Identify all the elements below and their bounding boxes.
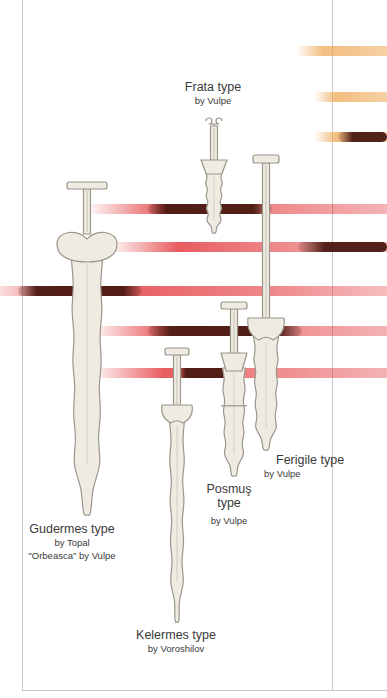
sword-type-name: Kelermes type	[136, 628, 216, 642]
sheath-mouth	[221, 405, 247, 406]
blade-rib	[266, 343, 267, 427]
dating-bars	[0, 46, 387, 378]
blade	[169, 420, 184, 622]
author-credit: by Vulpe	[264, 469, 301, 480]
sword-type-name: Frata type	[185, 80, 241, 94]
dating-bar-core	[298, 242, 387, 252]
sword-type-name: Posmuş type	[201, 482, 257, 511]
author-credit: by Vulpe	[195, 96, 232, 107]
guard	[221, 353, 247, 371]
sword-figure	[201, 118, 227, 233]
blade-rib	[87, 265, 88, 464]
author-credit: by Vulpe	[211, 516, 248, 527]
blade	[253, 337, 278, 450]
guard	[162, 405, 193, 423]
sword-figure	[57, 182, 117, 515]
antenna-pommel	[206, 118, 222, 124]
dating-bar	[314, 92, 387, 102]
guard	[57, 232, 117, 262]
pommel	[221, 302, 247, 309]
grip	[231, 309, 238, 355]
grip	[263, 163, 270, 320]
pommel	[165, 348, 189, 355]
sword-figure	[162, 348, 193, 622]
dating-bar	[296, 46, 387, 56]
sword-figure	[221, 302, 247, 476]
grip	[84, 189, 91, 234]
blade-rib	[214, 177, 215, 221]
dating-bar	[108, 242, 387, 252]
pommel	[67, 182, 107, 189]
guard	[248, 318, 285, 340]
blade	[222, 368, 245, 476]
grip	[211, 126, 218, 162]
sword-type-name: Gudermes type	[29, 522, 114, 536]
dating-bar-core	[338, 132, 387, 142]
dating-bar	[90, 326, 387, 336]
author-credit: "Orbeasca" by Vulpe	[28, 551, 115, 562]
pommel	[253, 155, 279, 163]
blade-rib	[234, 374, 235, 454]
dating-bar	[86, 204, 387, 214]
grip	[174, 355, 181, 407]
blade-rib	[177, 426, 178, 582]
sword-type-name: Ferigile type	[276, 453, 344, 467]
author-credit: by Topal	[54, 538, 89, 549]
dating-bar	[0, 286, 387, 296]
guard	[201, 160, 227, 174]
frame-lines	[22, 0, 387, 691]
blade	[205, 171, 222, 233]
author-credit: by Voroshilov	[148, 644, 205, 655]
blade	[71, 259, 102, 515]
swords	[57, 118, 284, 622]
dating-bar	[314, 132, 387, 142]
sword-figure	[248, 155, 285, 450]
